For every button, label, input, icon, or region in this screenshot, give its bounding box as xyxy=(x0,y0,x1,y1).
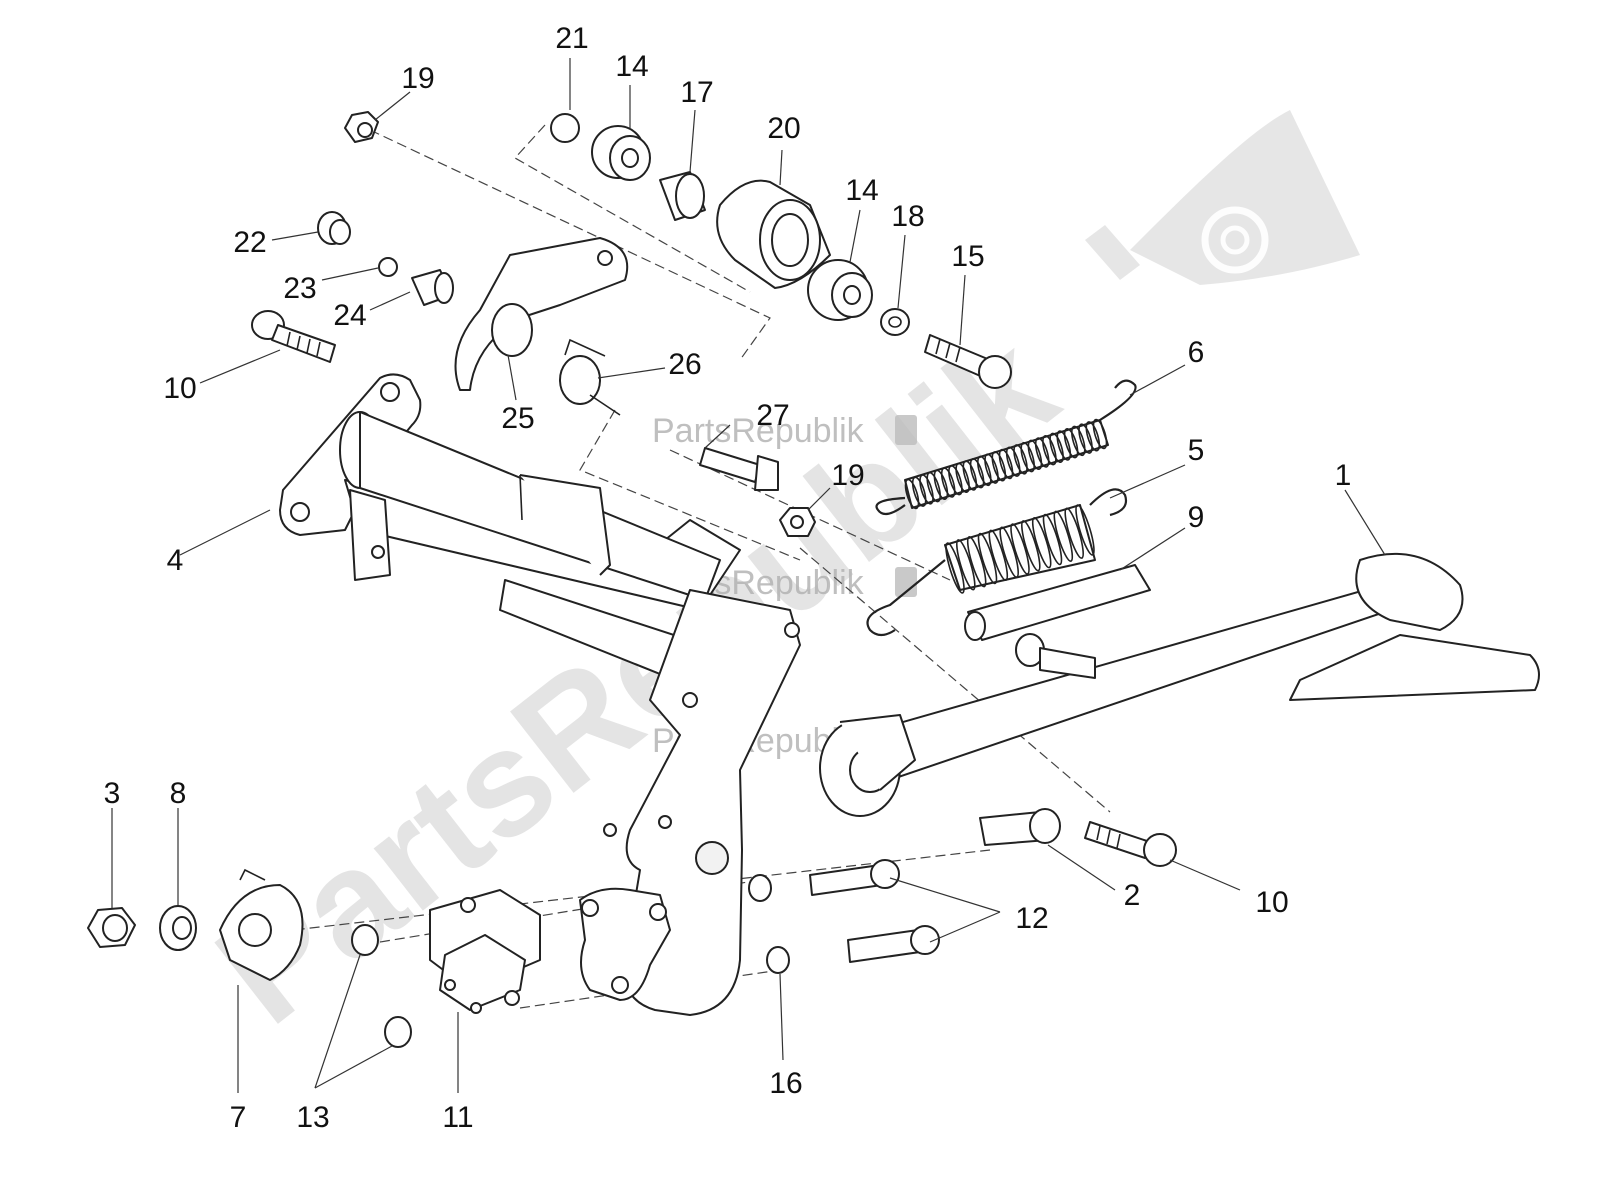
part-8-washer xyxy=(159,905,197,951)
callout-19-upper: 19 xyxy=(401,62,434,95)
callout-15: 15 xyxy=(951,240,984,273)
watermark-flag-icon xyxy=(1085,110,1360,285)
part-12-bolt-lower xyxy=(847,925,940,963)
part-24-sleeve xyxy=(411,269,454,306)
callout-20: 20 xyxy=(767,112,800,145)
callout-16: 16 xyxy=(769,1067,802,1100)
callout-25: 25 xyxy=(501,402,534,435)
callout-10-lower: 10 xyxy=(1255,886,1288,919)
callout-24: 24 xyxy=(333,299,366,332)
bushing-stack xyxy=(550,113,910,336)
part-13-nut-upper xyxy=(351,924,379,956)
part-14-bearing-lower xyxy=(807,259,873,321)
watermark-small-text-1: PartsRepublik xyxy=(652,412,865,450)
leader-lines xyxy=(111,58,1386,1093)
stand-pin xyxy=(1015,633,1096,679)
callout-labels: 1 2 3 4 5 6 7 8 9 10 10 11 12 13 14 14 1… xyxy=(104,22,1352,1134)
part-17-sleeve xyxy=(659,171,706,221)
callout-23: 23 xyxy=(283,272,316,305)
callout-19-lower: 19 xyxy=(831,459,864,492)
callout-6: 6 xyxy=(1188,336,1205,369)
callout-11: 11 xyxy=(442,1101,473,1134)
part-25-bracket xyxy=(454,237,629,391)
callout-21: 21 xyxy=(555,22,588,55)
part-15-bolt xyxy=(924,334,1012,389)
callout-13: 13 xyxy=(296,1101,329,1134)
callout-3: 3 xyxy=(104,777,121,810)
callout-10-upper: 10 xyxy=(163,372,196,405)
callout-27: 27 xyxy=(756,399,789,432)
part-13-nut-lower xyxy=(384,1016,412,1048)
part-10-bolt-upper xyxy=(251,310,336,363)
callout-22: 22 xyxy=(233,226,266,259)
part-18-washer xyxy=(880,308,910,336)
callout-4: 4 xyxy=(167,544,184,577)
callout-5: 5 xyxy=(1188,434,1205,467)
callout-26: 26 xyxy=(668,348,701,381)
part-12-bolt-upper xyxy=(809,859,900,896)
part-3-nut xyxy=(87,907,136,948)
part-4-stand-frame xyxy=(279,373,801,1016)
part-2-stud xyxy=(979,808,1061,846)
part-5-spring xyxy=(866,488,1128,637)
part-9-tube xyxy=(964,564,1151,641)
part-6-spring xyxy=(875,379,1137,516)
washer-upper xyxy=(748,874,772,902)
part-19-nut-lower xyxy=(779,507,816,537)
callout-18: 18 xyxy=(891,200,924,233)
part-10-bolt-lower xyxy=(1084,821,1177,867)
part-11-switch xyxy=(429,889,541,1014)
callout-1: 1 xyxy=(1335,459,1352,492)
part-14-bearing-upper xyxy=(591,125,651,181)
callout-17: 17 xyxy=(680,76,713,109)
callout-14-lower: 14 xyxy=(845,174,878,207)
callout-7: 7 xyxy=(230,1101,247,1134)
part-26-torsion-spring xyxy=(559,338,621,416)
part-23-washer xyxy=(378,257,398,277)
part-27-bolt xyxy=(699,447,779,491)
callout-14-upper: 14 xyxy=(615,50,648,83)
part-19-nut-upper xyxy=(344,111,379,143)
part-7-cover xyxy=(219,868,304,981)
callout-9: 9 xyxy=(1188,501,1205,534)
part-1-side-stand xyxy=(819,552,1540,817)
callout-12: 12 xyxy=(1015,902,1048,935)
part-20-hub xyxy=(716,179,831,289)
callout-8: 8 xyxy=(170,777,187,810)
part-21-washer xyxy=(550,113,580,143)
part-22-nut xyxy=(317,211,351,245)
callout-2: 2 xyxy=(1124,879,1141,912)
part-16-washer xyxy=(766,946,790,974)
